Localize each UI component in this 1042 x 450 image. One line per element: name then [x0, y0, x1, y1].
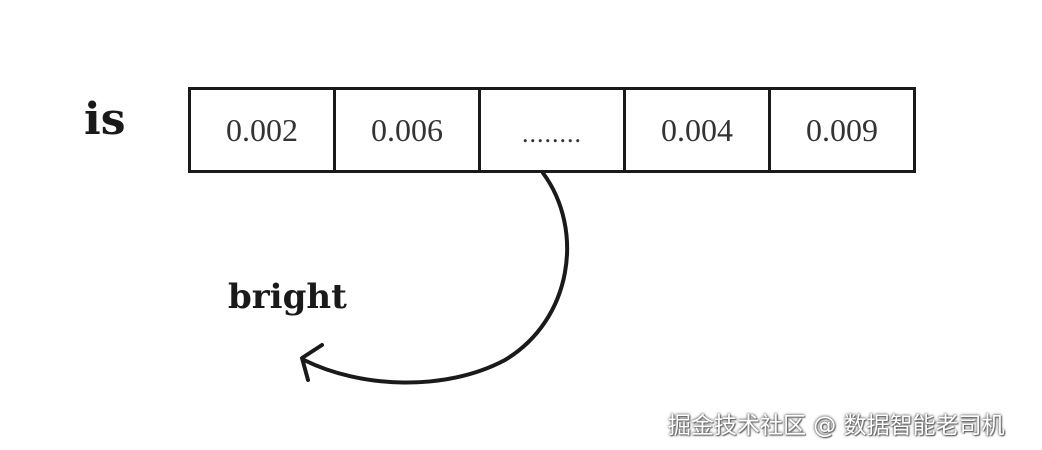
vector-cell: 0.006 [333, 87, 481, 173]
vector-cell: 0.009 [768, 87, 916, 173]
vector-cell-ellipsis: ........ [478, 87, 626, 173]
vector-cell: 0.002 [188, 87, 336, 173]
embedding-vector: 0.002 0.006 ........ 0.004 0.009 [188, 87, 916, 173]
target-word-label: bright [228, 277, 347, 317]
word-label: is [84, 94, 126, 145]
vector-cell: 0.004 [623, 87, 771, 173]
watermark: 掘金技术社区 @ 数据智能老司机 [668, 413, 1005, 439]
curved-arrow-head [300, 343, 324, 382]
